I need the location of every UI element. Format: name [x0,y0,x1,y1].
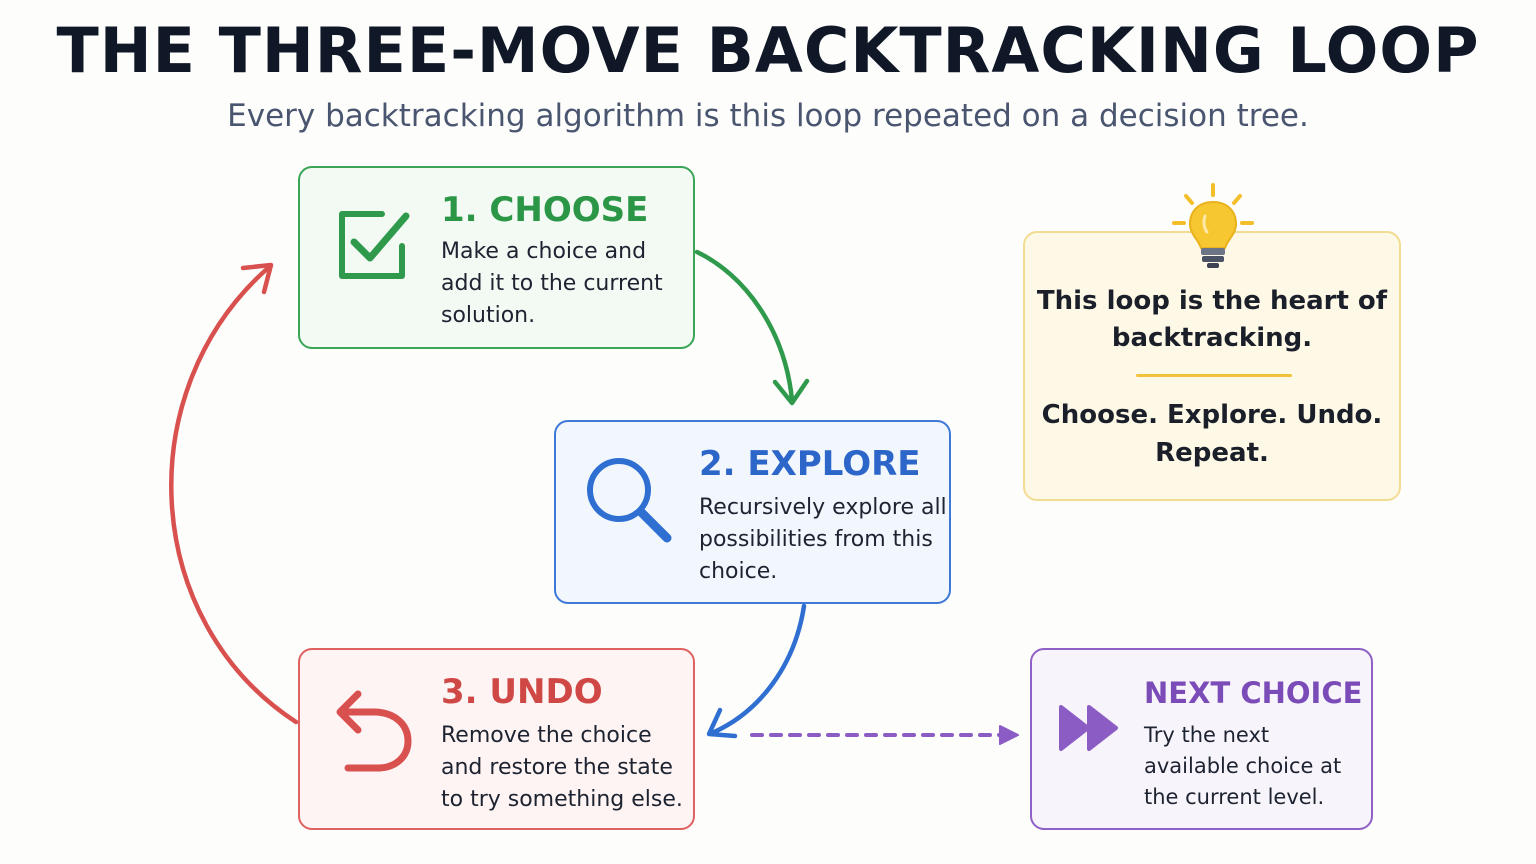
fast-forward-icon [1058,704,1120,756]
lightbulb-icon [1166,180,1260,276]
next-choice-description: Try the next available choice at the cur… [1144,723,1342,809]
arrow-undo-to-choose [169,265,299,725]
insight-statement: This loop is the heart of backtracking. [1036,286,1388,353]
arrow-explore-to-undo [709,603,807,736]
magnifier-icon [583,454,673,548]
arrowhead-choose-to-explore [772,378,810,406]
arrow-choose-to-explore [694,249,795,403]
next-choice-heading: NEXT CHOICE [1144,676,1363,710]
arrowhead-undo-to-next-choice [999,725,1019,745]
page-title: THE THREE-MOVE BACKTRACKING LOOP [56,14,1480,87]
step-choose-card: 1. CHOOSE Make a choice and add it to th… [298,166,695,349]
step-choose-heading: 1. CHOOSE [441,190,649,230]
step-explore-card: 2. EXPLORE Recursively explore all possi… [554,420,951,604]
insight-divider [1136,374,1292,377]
step-choose-description: Make a choice and add it to the current … [441,239,663,328]
arrowhead-undo-to-choose [240,262,274,295]
step-undo-card: 3. UNDO Remove the choice and restore th… [298,648,695,830]
undo-arrow-icon [334,684,414,780]
step-explore-description: Recursively explore all possibilities fr… [699,495,947,584]
next-choice-card: NEXT CHOICE Try the next available choic… [1030,648,1373,830]
insight-motto: Choose. Explore. Undo. Repeat. [1041,400,1383,468]
arrowhead-explore-to-undo [706,707,738,739]
step-explore-heading: 2. EXPLORE [699,444,921,484]
step-undo-description: Remove the choice and restore the state … [441,723,683,812]
page-subtitle: Every backtracking algorithm is this loo… [227,98,1309,134]
step-undo-heading: 3. UNDO [441,672,603,712]
checkbox-icon [334,206,410,286]
insight-card: This loop is the heart of backtracking. … [1023,231,1401,501]
